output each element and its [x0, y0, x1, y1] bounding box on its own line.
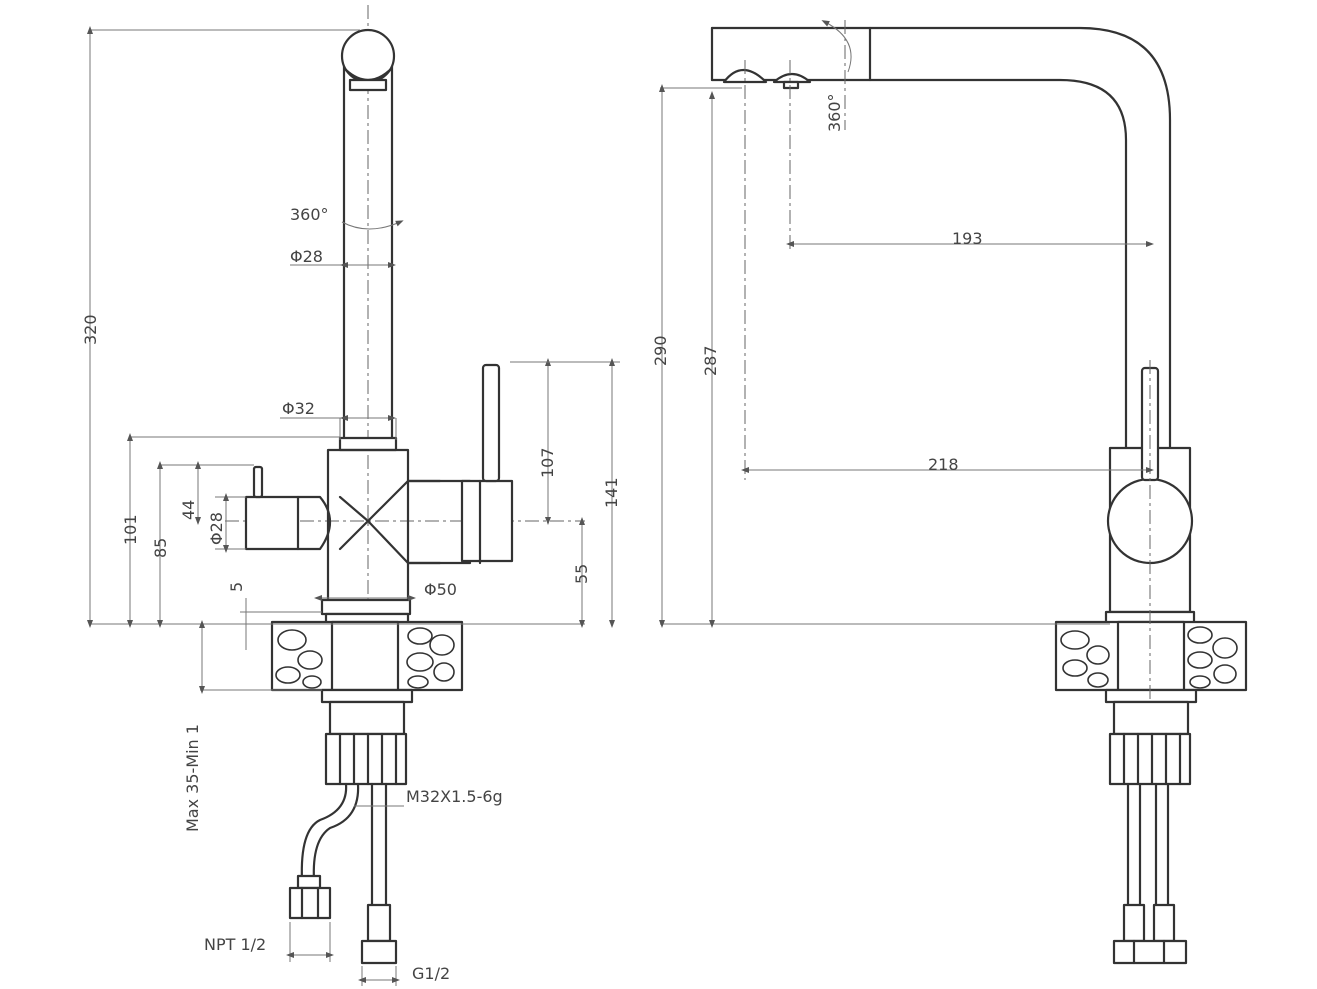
dim-193-label: 193 — [952, 229, 983, 248]
dim-141-label: 141 — [602, 477, 621, 508]
countertop-section — [270, 620, 464, 692]
dim-phi50-label: Φ50 — [424, 580, 457, 599]
dim-287-label: 287 — [701, 345, 720, 376]
dim-npt-label: NPT 1/2 — [204, 935, 266, 954]
dim-85-label: 85 — [151, 538, 170, 558]
dim-counter-thickness-label: Max 35-Min 1 — [183, 724, 202, 832]
dim-55-label: 55 — [572, 564, 591, 584]
dim-290-label: 290 — [651, 335, 670, 366]
dim-360-head-label: 360° — [825, 93, 844, 132]
dim-101-label: 101 — [121, 514, 140, 545]
front-view: 320 360° Φ28 Φ32 101 85 44 Φ28 5 Φ50 107… — [81, 5, 621, 986]
side-view: 290 287 193 218 360° — [651, 20, 1248, 965]
dim-g12-label: G1/2 — [412, 964, 450, 983]
dim-107-label: 107 — [538, 447, 557, 478]
dim-44-label: 44 — [179, 500, 198, 520]
dim-phi28-spout-label: Φ28 — [290, 247, 323, 266]
dim-218-label: 218 — [928, 455, 959, 474]
dim-360-spout-label: 360° — [290, 205, 329, 224]
dim-thread-label: M32X1.5-6g — [406, 787, 503, 806]
countertop-section-side — [1054, 620, 1248, 692]
dim-phi32-label: Φ32 — [282, 399, 315, 418]
dim-320-label: 320 — [81, 314, 100, 345]
dim-phi28-side-label: Φ28 — [207, 512, 226, 545]
dim-5-label: 5 — [227, 582, 246, 592]
